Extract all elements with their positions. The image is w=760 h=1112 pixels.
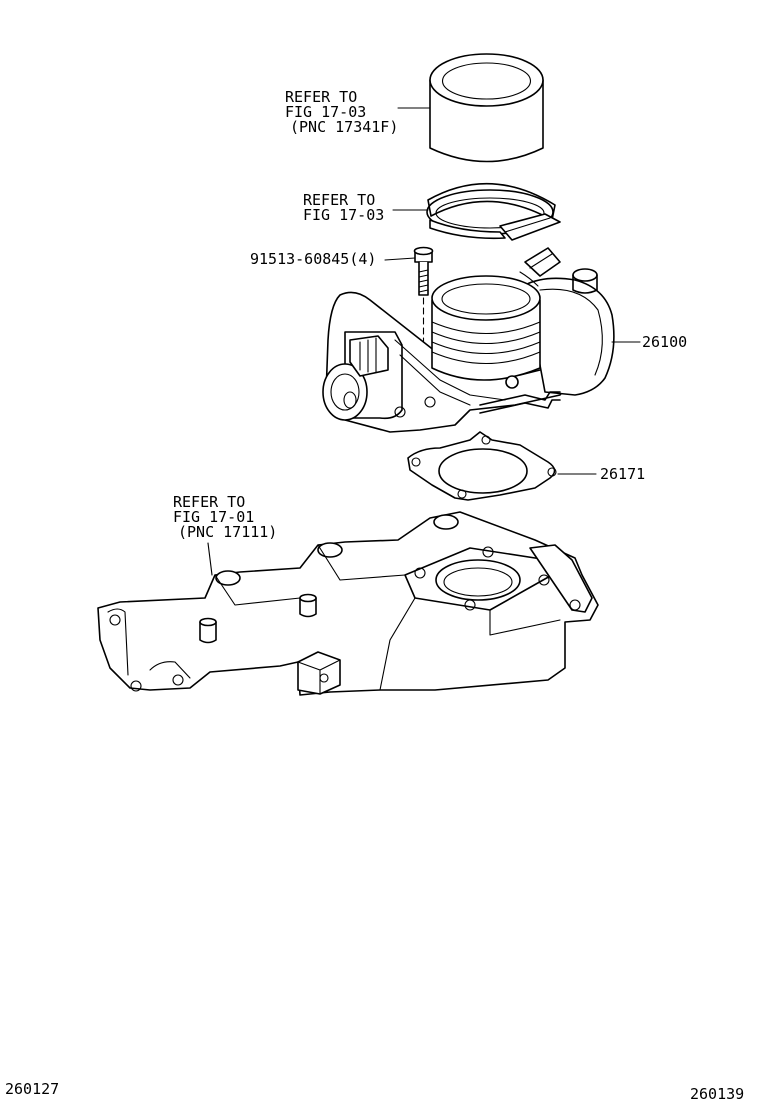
hose-clamp-label-line2: FIG 17-03 xyxy=(303,206,384,224)
air-hose-label-line1: REFER TO xyxy=(285,88,357,106)
bolt-part[interactable] xyxy=(413,246,434,361)
intake-manifold-label-line1: REFER TO xyxy=(173,493,245,511)
hose-clamp-label-line1: REFER TO xyxy=(303,191,375,209)
callout-air-hose: REFER TO FIG 17-03 (PNC 17341F) xyxy=(285,88,398,136)
leader-lines xyxy=(207,107,641,576)
callout-hose-clamp: REFER TO FIG 17-03 xyxy=(303,191,384,224)
air-hose-part[interactable] xyxy=(429,53,544,163)
footer-left-code: 260127 xyxy=(5,1080,59,1098)
intake-manifold-label-line2: FIG 17-01 xyxy=(173,508,254,526)
bolt-part-number: 91513-60845(4) xyxy=(250,250,376,268)
callout-intake-manifold: REFER TO FIG 17-01 (PNC 17111) xyxy=(173,493,277,541)
gasket-part-number: 26171 xyxy=(600,465,645,483)
throttle-body-part-number: 26100 xyxy=(642,333,687,351)
intake-manifold-part[interactable] xyxy=(97,511,599,696)
hose-clamp-part[interactable] xyxy=(426,182,561,241)
footer-right-code: 260139 xyxy=(690,1085,744,1103)
air-hose-label-line3: (PNC 17341F) xyxy=(290,118,398,136)
gasket-part[interactable] xyxy=(407,431,557,501)
throttle-body-part[interactable] xyxy=(322,247,615,433)
intake-manifold-label-line3: (PNC 17111) xyxy=(178,523,277,541)
air-hose-label-line2: FIG 17-03 xyxy=(285,103,366,121)
